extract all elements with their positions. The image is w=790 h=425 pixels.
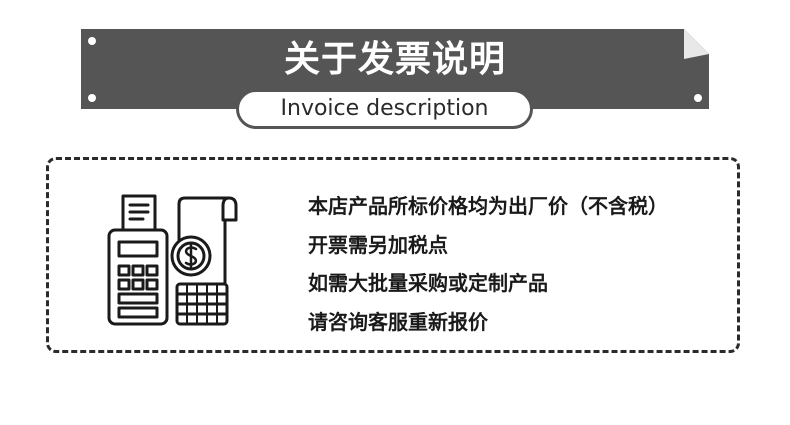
invoice-info-panel <box>46 157 740 353</box>
title-banner: 关于发票说明 <box>81 29 709 109</box>
note-line: 开票需另加税点 <box>308 232 448 257</box>
subtitle-badge: Invoice description <box>236 89 533 129</box>
pos-terminal-receipt-icon <box>107 194 238 326</box>
note-line: 本店产品所标价格均为出厂价（不含税） <box>308 194 668 218</box>
page-title: 关于发票说明 <box>283 39 506 80</box>
invoice-notes-list: 本店产品所标价格均为出厂价（不含税） 开票需另加税点 如需大批量采购或定制产品 … <box>308 187 668 341</box>
note-line: 如需大批量采购或定制产品 <box>308 271 548 295</box>
note-line: 请咨询客服重新报价 <box>308 309 488 334</box>
banner-background <box>81 29 709 109</box>
